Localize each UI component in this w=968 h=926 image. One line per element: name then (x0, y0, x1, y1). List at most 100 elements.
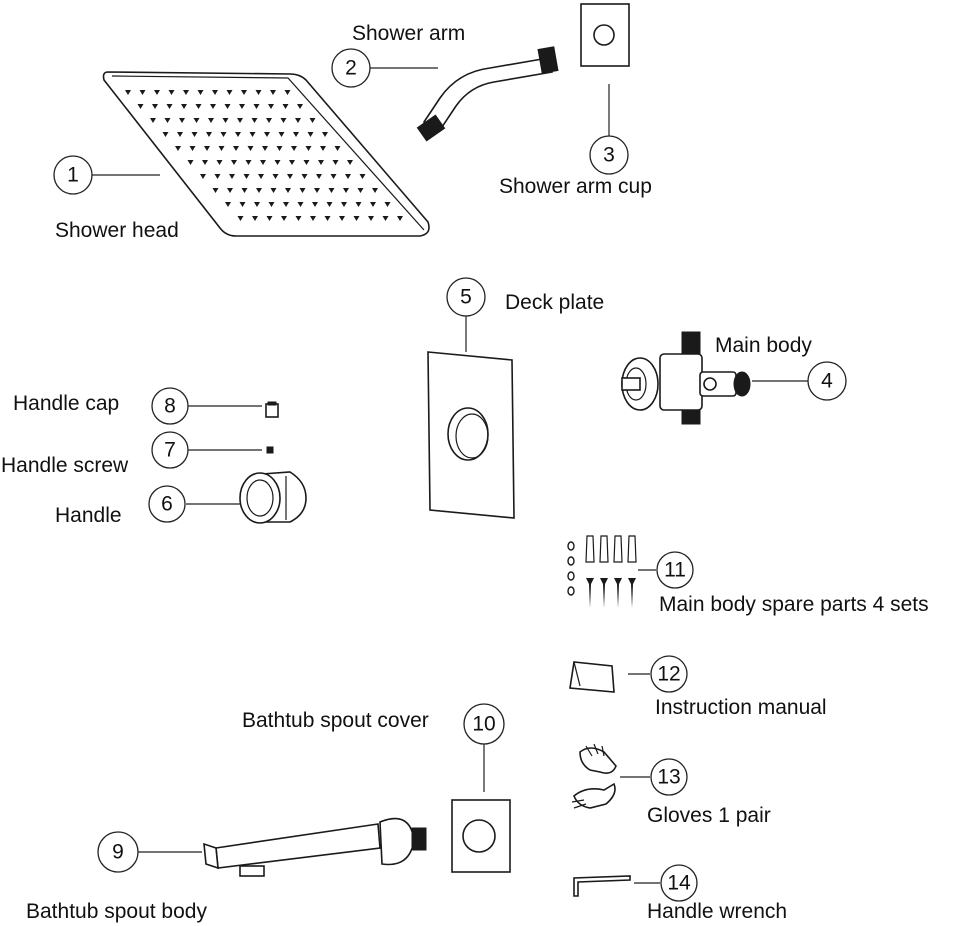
nozzle-dot (212, 90, 218, 95)
nozzle-dot (251, 118, 258, 123)
nozzle-dot (202, 160, 208, 165)
nozzle-dot (233, 146, 239, 151)
nozzle-dot (293, 132, 299, 137)
nozzle-dot (347, 160, 353, 165)
wall-anchor (613, 535, 623, 563)
nozzle-dot (339, 216, 345, 221)
nozzle-dot (324, 216, 331, 221)
callout-number-5: 5 (460, 286, 472, 309)
nozzle-dot (175, 146, 181, 151)
nozzle-dot (241, 90, 247, 95)
label-shower-arm-cup: Shower arm cup (499, 175, 652, 198)
nozzle-dot (280, 118, 287, 123)
callout-1: 1 (53, 155, 93, 195)
nozzle-dot (197, 90, 204, 95)
nozzle-dot (310, 216, 316, 221)
nozzle-dot (295, 216, 302, 221)
nozzle-dot (345, 174, 351, 179)
nozzle-dot (297, 104, 303, 109)
nozzle-dot (189, 146, 196, 151)
nozzle-dot (370, 202, 376, 207)
nozzle-dot (278, 132, 285, 137)
nozzle-dot (237, 216, 244, 221)
nozzle-dot (193, 118, 200, 123)
nozzle-dot (256, 188, 262, 193)
shower-arm-cup-illustration (580, 3, 630, 67)
nozzle-dot (283, 202, 289, 207)
nozzle-dot (252, 216, 258, 221)
nozzle-dot (262, 146, 268, 151)
wall-anchor (585, 535, 595, 563)
nozzle-dot (231, 160, 237, 165)
wall-anchor (599, 535, 609, 563)
label-instruction-manual: Instruction manual (655, 696, 827, 719)
nozzle-dot (191, 132, 198, 137)
callout-8: 8 (151, 387, 189, 425)
label-handle-wrench: Handle wrench (647, 900, 787, 923)
nozzle-dot (328, 188, 335, 193)
callout-2: 2 (331, 48, 371, 88)
shower-arm-illustration (416, 46, 559, 142)
nozzle-dot (289, 160, 295, 165)
nozzle-dot (397, 216, 403, 221)
label-gloves: Gloves 1 pair (647, 804, 771, 827)
handle-cap-illustration (265, 401, 279, 418)
handle-screw-illustration (266, 446, 274, 454)
nozzle-dot (268, 202, 275, 207)
callout-12: 12 (650, 655, 688, 693)
shower-head-nozzles (125, 90, 403, 221)
nozzle-dot (307, 132, 314, 137)
nozzle-dot (274, 160, 281, 165)
callout-7: 7 (151, 431, 189, 469)
shower-head-illustration (102, 71, 430, 237)
nozzle-dot (235, 132, 241, 137)
nozzle-dot (237, 118, 243, 123)
nozzle-dot (295, 118, 301, 123)
nozzle-dot (260, 160, 266, 165)
nozzle-dot (368, 216, 374, 221)
nozzle-dot (179, 118, 185, 123)
nozzle-dot (239, 104, 245, 109)
nozzle-dot (384, 202, 391, 207)
callout-11: 11 (656, 551, 694, 589)
nozzle-dot (382, 216, 389, 221)
gloves-illustration (571, 743, 617, 809)
nozzle-dot (291, 146, 297, 151)
nozzle-dot (272, 174, 279, 179)
washer (567, 586, 575, 596)
nozzle-dot (281, 216, 287, 221)
nozzle-dot (204, 146, 210, 151)
nozzle-dot (150, 118, 156, 123)
nozzle-dot (266, 118, 272, 123)
callout-number-8: 8 (164, 395, 176, 418)
screw (600, 578, 608, 608)
nozzle-dot (164, 118, 171, 123)
callout-14: 14 (660, 864, 698, 902)
wall-anchor (627, 535, 637, 563)
nozzle-dot (284, 90, 291, 95)
nozzle-dot (305, 146, 312, 151)
nozzle-dot (200, 174, 206, 179)
nozzle-dot (152, 104, 158, 109)
nozzle-dot (125, 90, 131, 95)
callout-number-2: 2 (345, 57, 357, 80)
nozzle-dot (218, 146, 225, 151)
nozzle-dot (137, 104, 144, 109)
nozzle-dot (357, 188, 364, 193)
nozzle-dot (168, 90, 175, 95)
handle-illustration (239, 471, 307, 524)
nozzle-dot (316, 174, 322, 179)
nozzle-dot (320, 146, 326, 151)
nozzle-dot (353, 216, 360, 221)
nozzle-dot (214, 174, 221, 179)
nozzle-dot (326, 202, 333, 207)
callout-10: 10 (463, 703, 505, 745)
nozzle-dot (276, 146, 283, 151)
callout-number-4: 4 (821, 370, 833, 393)
callout-number-1: 1 (67, 164, 79, 187)
nozzle-dot (210, 104, 216, 109)
label-main-body: Main body (715, 334, 812, 357)
nozzle-dot (187, 160, 194, 165)
